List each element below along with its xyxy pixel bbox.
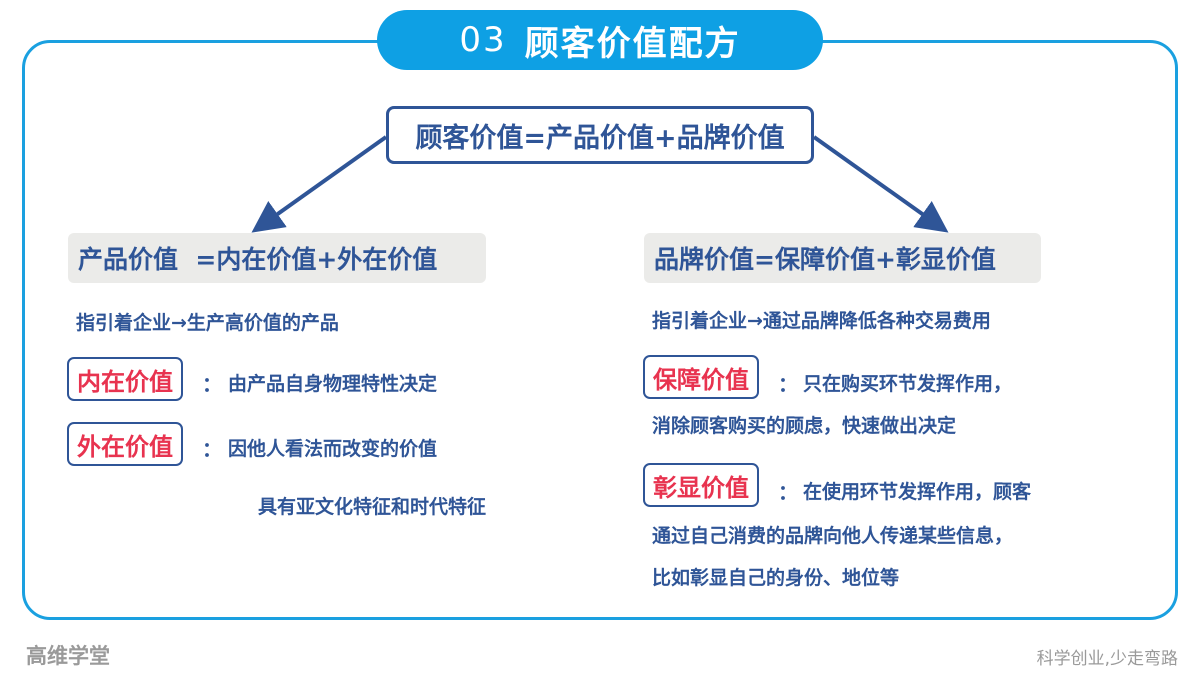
display-value-desc-3: 比如彰显自己的身份、地位等 bbox=[652, 567, 900, 589]
colon: ： bbox=[202, 437, 222, 461]
display-value-tag: 彰显价值 bbox=[643, 463, 759, 507]
display-value-desc-2: 通过自己消费的品牌向他人传递某些信息， bbox=[652, 525, 1014, 547]
assurance-value-tag: 保障价值 bbox=[643, 355, 759, 399]
intrinsic-value-desc: 由产品自身物理特性决定 bbox=[228, 373, 438, 395]
intrinsic-value-tag: 内在价值 bbox=[67, 357, 183, 401]
display-value-desc-1: 在使用环节发挥作用，顾客 bbox=[803, 481, 1032, 503]
section-number: 03 bbox=[459, 20, 507, 60]
product-value-formula: 产品价值 =内在价值+外在价值 bbox=[68, 233, 486, 283]
assurance-value-desc-2: 消除顾客购买的顾虑，快速做出决定 bbox=[652, 415, 957, 437]
customer-value-formula: 顾客价值=产品价值+品牌价值 bbox=[386, 106, 814, 164]
colon: ： bbox=[778, 480, 798, 504]
brand-value-formula: 品牌价值=保障价值+彰显价值 bbox=[644, 233, 1041, 283]
colon: ： bbox=[202, 372, 222, 396]
section-title-text: 顾客价值配方 bbox=[524, 23, 741, 64]
brand-logo-text: 高维学堂 bbox=[26, 644, 110, 668]
slogan: 科学创业,少走弯路 bbox=[1036, 649, 1178, 669]
extrinsic-value-tag: 外在价值 bbox=[67, 422, 183, 466]
extrinsic-value-desc-1: 因他人看法而改变的价值 bbox=[228, 438, 438, 460]
extrinsic-value-desc-2: 具有亚文化特征和时代特征 bbox=[258, 496, 487, 518]
section-title: 03 顾客价值配方 bbox=[377, 10, 823, 70]
product-value-guide: 指引着企业→生产高价值的产品 bbox=[76, 312, 339, 334]
colon: ： bbox=[778, 372, 798, 396]
assurance-value-desc-1: 只在购买环节发挥作用， bbox=[803, 373, 1013, 395]
brand-value-guide: 指引着企业→通过品牌降低各种交易费用 bbox=[652, 310, 991, 332]
